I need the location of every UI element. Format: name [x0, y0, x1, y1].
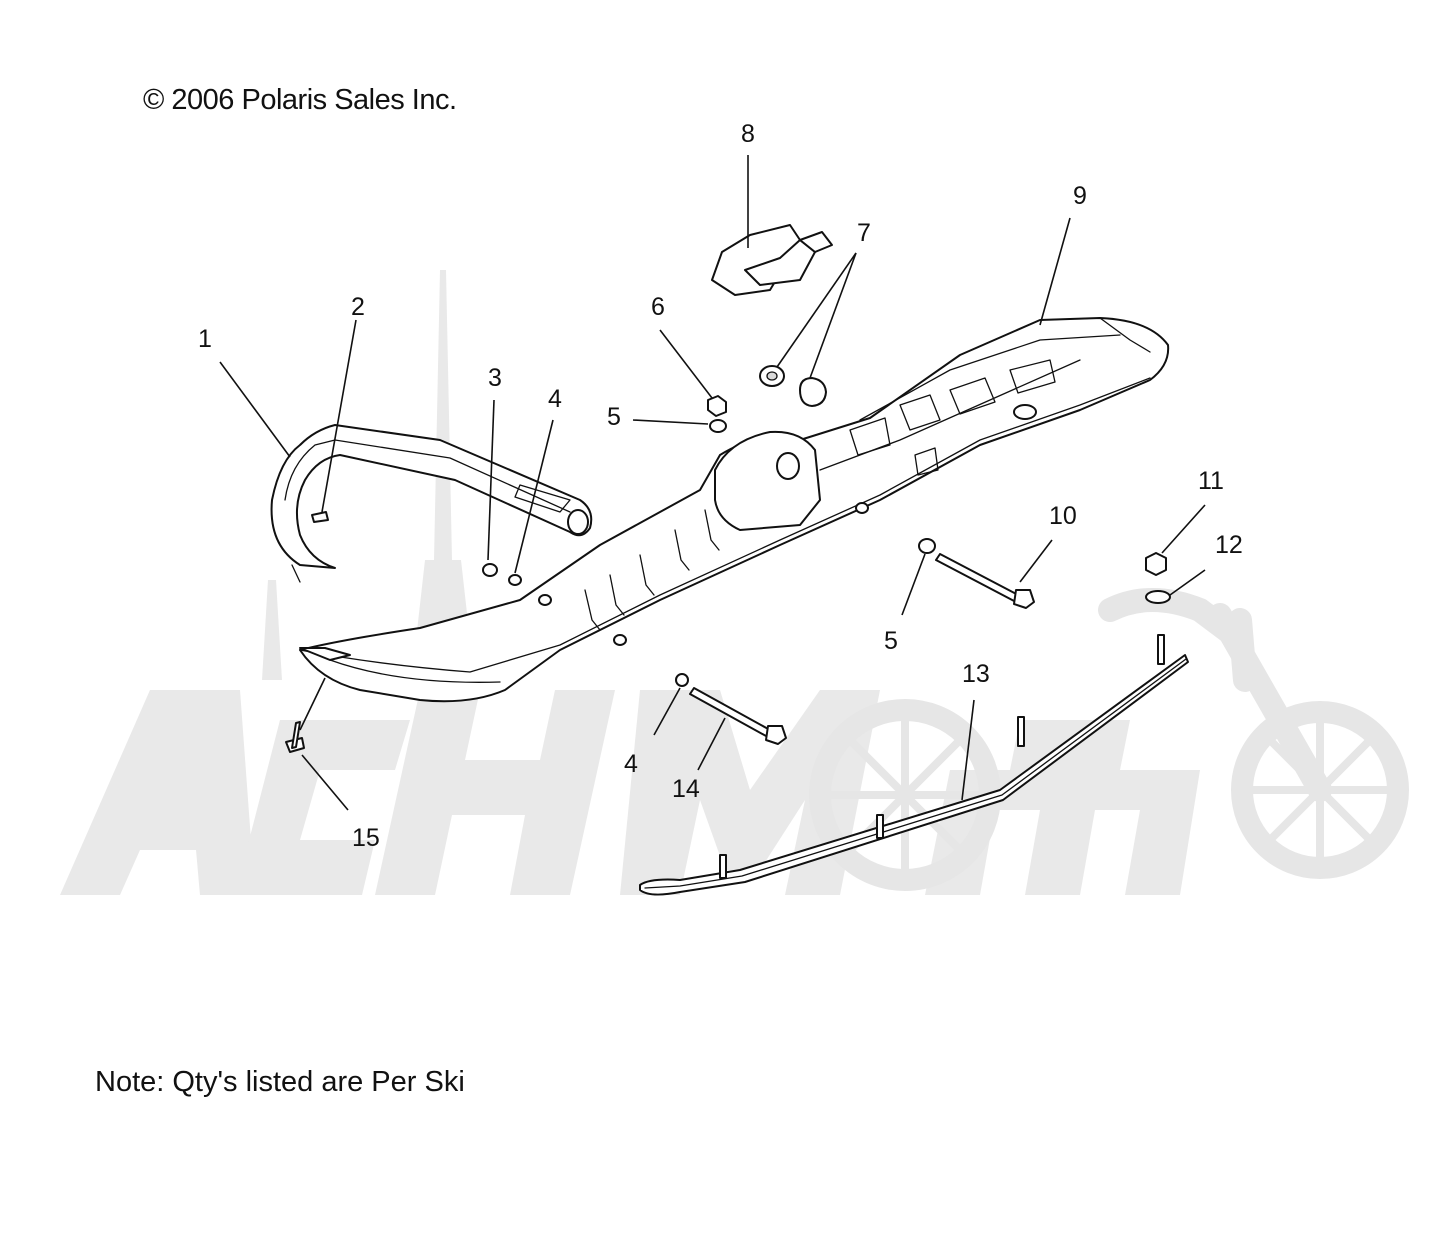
quantity-note: Note: Qty's listed are Per Ski [95, 1066, 465, 1098]
washer-part-5b [918, 538, 936, 554]
bolt-part-14 [689, 687, 787, 745]
nut-part-3 [482, 563, 498, 577]
callout-9: 9 [1073, 182, 1087, 210]
callout-6: 6 [651, 293, 665, 321]
callout-10: 10 [1049, 502, 1077, 530]
leader-lines [219, 155, 1206, 811]
ski-top-pad [711, 224, 833, 296]
callout-1: 1 [198, 325, 212, 353]
bolt-part-10 [935, 553, 1035, 609]
washer-part-4a [508, 574, 522, 586]
callout-15: 15 [352, 824, 380, 852]
callout-11: 11 [1198, 467, 1224, 495]
callout-4b: 4 [624, 750, 638, 778]
bushing-part-7b [799, 377, 827, 407]
nut-part-6 [707, 395, 727, 417]
callout-2: 2 [351, 293, 365, 321]
washer-part-5 [709, 419, 727, 433]
ski-body [299, 317, 1170, 703]
copyright-text: © 2006 Polaris Sales Inc. [143, 84, 457, 116]
washer-part-12 [1145, 590, 1171, 604]
carbide-runner [639, 634, 1189, 896]
callout-5b: 5 [884, 627, 898, 655]
callout-3: 3 [488, 364, 502, 392]
callout-14: 14 [672, 775, 700, 803]
callout-12: 12 [1215, 531, 1243, 559]
bolt-part-15 [285, 721, 305, 753]
nut-part-11 [1145, 552, 1167, 576]
callout-13: 13 [962, 660, 990, 688]
callout-7: 7 [857, 219, 871, 247]
callout-4a: 4 [548, 385, 562, 413]
ski-loop-handle [270, 424, 593, 583]
callout-numbers: 1 2 3 4 4 5 5 6 7 8 9 10 11 12 13 14 15 [198, 120, 1243, 852]
callout-8: 8 [741, 120, 755, 148]
clip-part [311, 511, 329, 523]
washer-part-4b [675, 673, 689, 687]
callout-5a: 5 [607, 403, 621, 431]
